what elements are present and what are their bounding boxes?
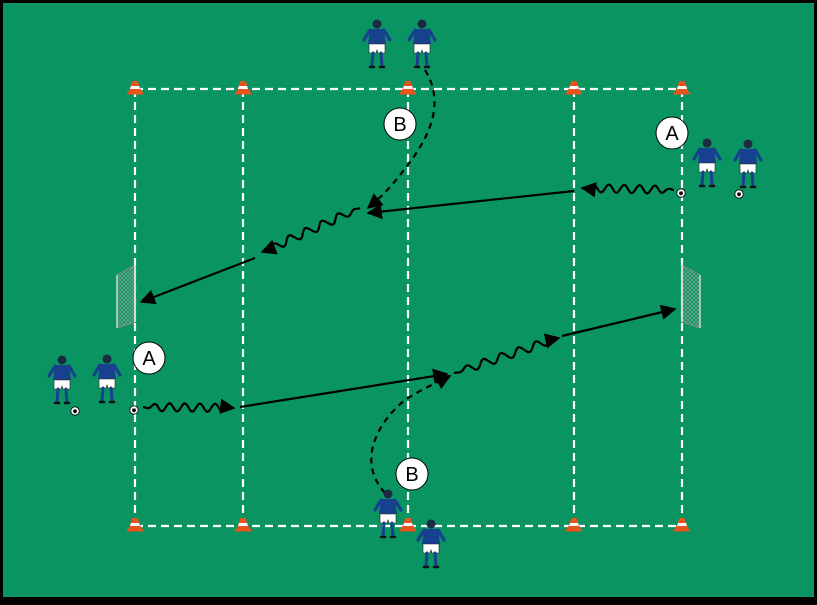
- run-path-b-bottom: [370, 375, 452, 494]
- label-b-bottom-text: B: [405, 464, 418, 486]
- dribble-path-bottom-middle: [453, 333, 561, 375]
- left-goal: [116, 264, 136, 329]
- label-b-bottom: B: [395, 457, 429, 491]
- right-goal: [681, 264, 701, 329]
- dribble-path-left: [142, 398, 236, 414]
- ball: [129, 405, 139, 415]
- pass-arrow-to-right-goal: [561, 304, 677, 338]
- label-a-left-text: A: [142, 348, 156, 370]
- label-b-top: B: [383, 107, 417, 141]
- label-b-top-text: B: [393, 114, 406, 136]
- ball: [70, 406, 80, 416]
- run-path-b-top: [366, 69, 436, 209]
- label-a-top-right-text: A: [665, 123, 679, 145]
- movement-paths: [139, 69, 677, 494]
- ball: [734, 189, 744, 199]
- pass-arrow-to-left-goal: [139, 256, 256, 305]
- label-a-left: A: [132, 341, 166, 375]
- dribble-path-top-middle: [260, 206, 361, 255]
- ball: [676, 188, 686, 198]
- pass-arrow-bottom: [239, 368, 449, 409]
- dribble-path-top-right: [580, 182, 675, 198]
- label-a-top-right: A: [655, 116, 689, 150]
- pass-arrow-top: [366, 189, 575, 220]
